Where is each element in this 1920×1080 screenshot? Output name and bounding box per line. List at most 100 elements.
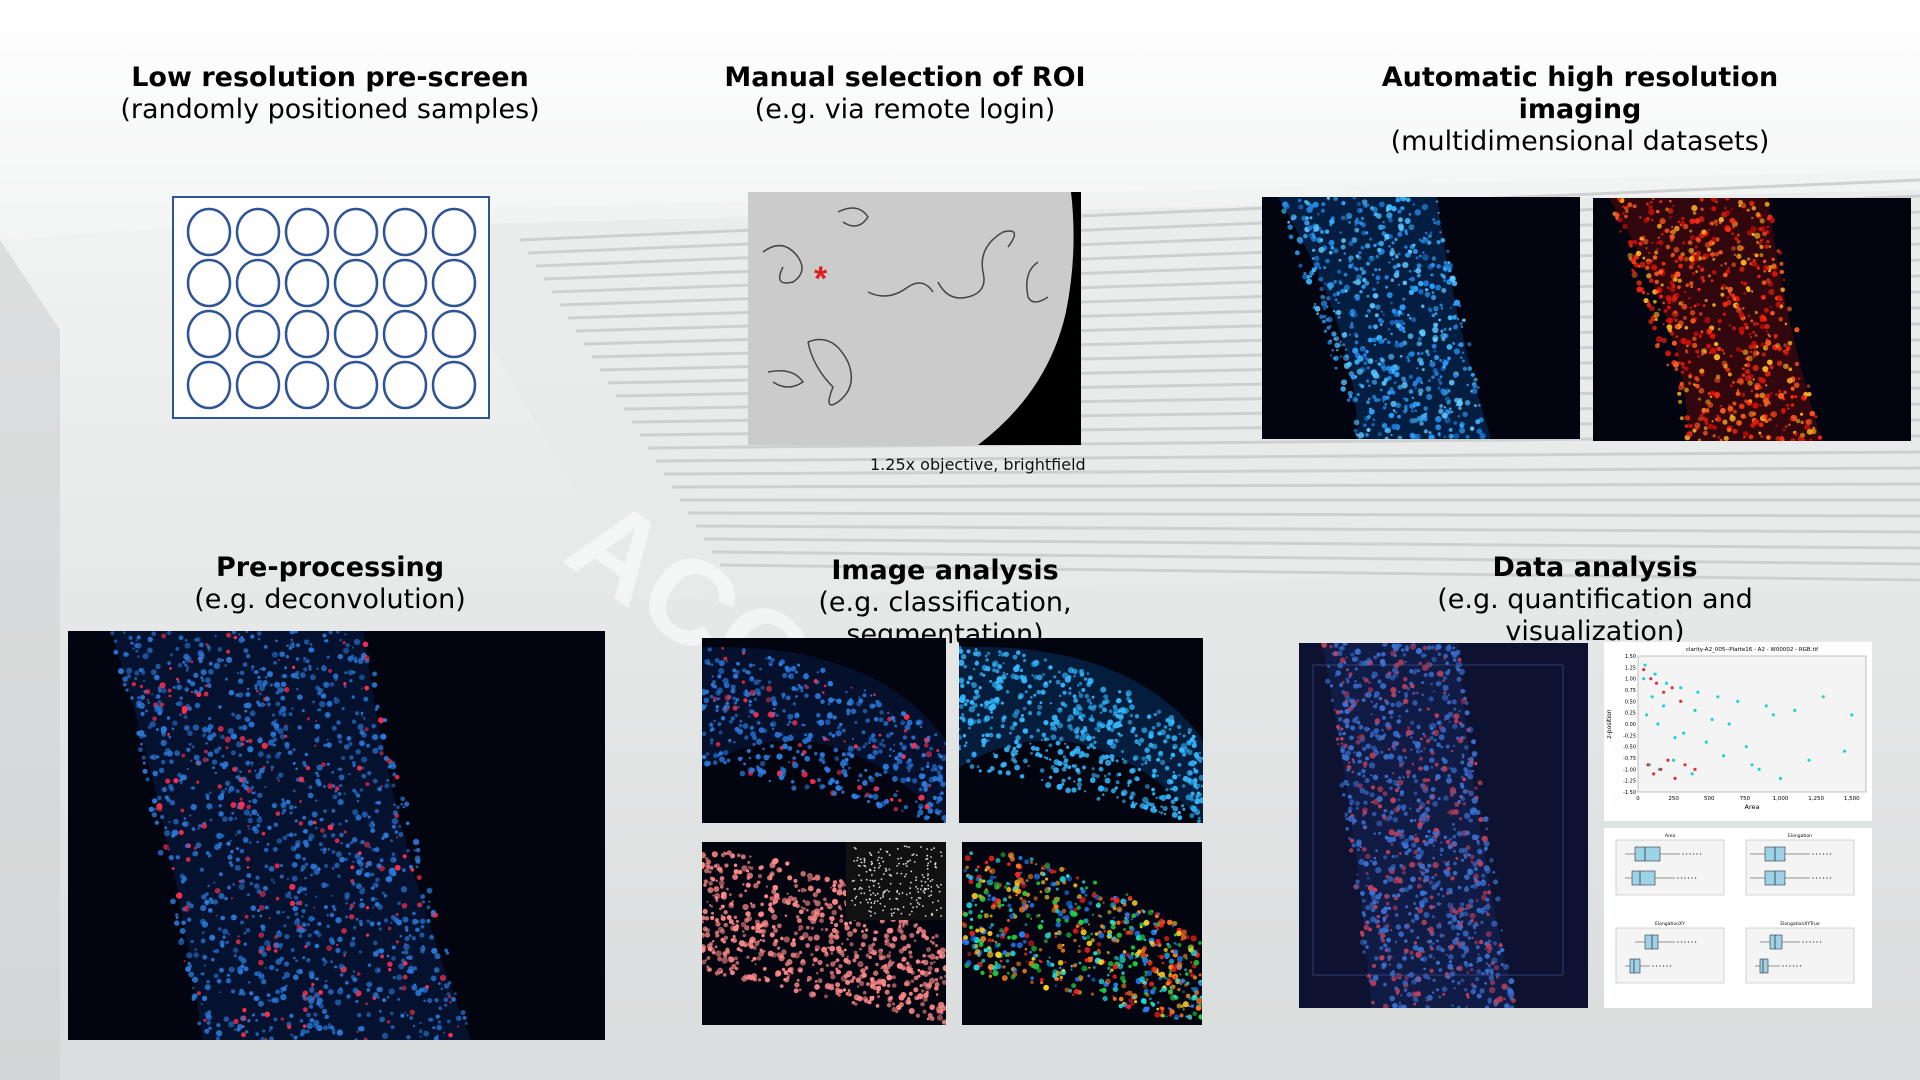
x-axis-label: Area	[1745, 803, 1760, 811]
well-plate-drawing	[186, 207, 477, 410]
scatter-point	[1696, 690, 1700, 694]
scatter-point	[1654, 681, 1659, 685]
well-circle	[186, 360, 232, 410]
boxplot-outlier	[1694, 877, 1697, 879]
boxplot-outlier	[1662, 965, 1665, 967]
boxplot-outlier	[1812, 853, 1814, 855]
well-circle	[382, 309, 428, 359]
boxplot-outlier	[1689, 853, 1691, 855]
analysis-raw-drawing	[702, 646, 946, 823]
scatter-plot-area	[1637, 655, 1867, 793]
scatter-chart: clarity-A2_005--Platte16 - A2 - W00002 -…	[1606, 647, 1867, 811]
well-circle	[333, 309, 379, 359]
boxplot-outlier	[1826, 877, 1828, 879]
scatter-point	[1656, 722, 1660, 726]
boxplot-box	[1644, 934, 1659, 950]
y-tick-label: 1.25	[1625, 665, 1636, 671]
well-circle	[431, 309, 477, 359]
boxplot-panel	[1615, 927, 1725, 984]
imaging-heading: Automatic high resolution imaging (multi…	[1330, 62, 1830, 158]
imaging-blue-channel	[1262, 197, 1580, 439]
boxplot-panel-title: ElongationXY	[1655, 921, 1685, 927]
boxplot-outlier	[1699, 853, 1702, 855]
boxplot-outlier	[1666, 965, 1668, 967]
scatter-point	[1643, 663, 1647, 667]
boxplot-panel-title: Elongation	[1788, 833, 1812, 839]
scatter-point	[1750, 763, 1754, 767]
boxplot-outlier	[1815, 853, 1818, 855]
roi-title: Manual selection of ROI	[724, 62, 1086, 93]
boxplot-outlier	[1687, 941, 1690, 943]
boxplot-outlier	[1691, 941, 1693, 943]
imaging-subtitle: (multidimensional datasets)	[1390, 126, 1770, 157]
scatter-point	[1662, 690, 1666, 694]
boxplot-outlier	[1785, 965, 1788, 967]
boxplot-outlier	[1805, 941, 1808, 943]
scatter-point	[1793, 708, 1797, 712]
y-tick-label: 0.25	[1625, 711, 1636, 717]
boxplot-outlier	[1684, 877, 1686, 879]
scatter-point	[1679, 699, 1683, 703]
boxplot-outlier	[1819, 853, 1821, 855]
boxplot-outlier	[1792, 965, 1795, 967]
well-circle	[284, 309, 330, 359]
prescreen-heading: Low resolution pre-screen (randomly posi…	[110, 62, 550, 126]
scatter-point	[1744, 745, 1748, 749]
boxplot-box	[1769, 934, 1783, 950]
boxplot-outlier	[1812, 877, 1814, 879]
scatter-point	[1664, 681, 1669, 685]
scatter-point	[1710, 717, 1714, 722]
y-tick-label: 0.75	[1625, 688, 1636, 694]
y-tick-label: 1.50	[1625, 654, 1636, 660]
scatter-point	[1721, 754, 1726, 758]
well-circle	[431, 360, 477, 410]
boxplot-outlier	[1655, 965, 1658, 967]
scatter-point	[1672, 758, 1676, 762]
scatter-point	[1666, 758, 1670, 762]
well-circle	[333, 207, 379, 257]
boxplot-box	[1634, 846, 1661, 862]
prescreen-subtitle: (randomly positioned samples)	[120, 94, 540, 125]
scatter-point	[1644, 713, 1649, 717]
volume-render-drawing	[1312, 643, 1564, 1008]
preprocessing-heading: Pre-processing (e.g. deconvolution)	[160, 552, 500, 616]
scatter-title: clarity-A2_005--Platte16 - A2 - W00002 -…	[1686, 647, 1819, 653]
boxplot-outlier	[1677, 941, 1679, 943]
x-tick-label: 1,000	[1773, 796, 1789, 802]
roi-heading: Manual selection of ROI (e.g. via remote…	[700, 62, 1110, 126]
x-tick-label: 0	[1636, 796, 1640, 802]
blue-channel-drawing	[1277, 197, 1491, 439]
well-circle	[235, 207, 281, 257]
data-analysis-title: Data analysis	[1492, 552, 1698, 583]
x-tick-label: 750	[1740, 796, 1751, 802]
scatter-point	[1642, 677, 1646, 681]
scatter-point	[1649, 677, 1653, 681]
y-tick-label: -1.25	[1623, 779, 1636, 785]
preprocessing-subtitle: (e.g. deconvolution)	[194, 584, 466, 615]
scatter-point	[1653, 672, 1657, 676]
boxplot-outlier	[1819, 877, 1821, 879]
boxplot-outlier	[1822, 877, 1825, 879]
well-circle	[284, 258, 330, 308]
boxplot-outlier	[1826, 853, 1828, 855]
well-circle	[284, 207, 330, 257]
boxplot-outlier	[1822, 853, 1825, 855]
boxplot-outlier	[1799, 965, 1802, 967]
scatter-point	[1642, 668, 1646, 672]
brightfield-drawing: *	[748, 192, 1081, 445]
boxplot-outlier	[1652, 965, 1654, 967]
analysis-mask-image	[702, 842, 946, 1025]
scatter-point	[1679, 686, 1683, 690]
boxplot-outlier	[1796, 965, 1798, 967]
well-circle	[382, 258, 428, 308]
boxplot-outlier	[1816, 941, 1818, 943]
analysis-raw-image	[702, 638, 946, 823]
volume-render	[1299, 643, 1588, 1008]
scatter-point	[1704, 740, 1708, 744]
y-tick-label: 0.00	[1625, 722, 1636, 728]
roi-subtitle: (e.g. via remote login)	[754, 94, 1056, 125]
scatter-plot: clarity-A2_005--Platte16 - A2 - W00002 -…	[1604, 642, 1872, 821]
well-circle	[186, 258, 232, 308]
well-circle	[186, 309, 232, 359]
